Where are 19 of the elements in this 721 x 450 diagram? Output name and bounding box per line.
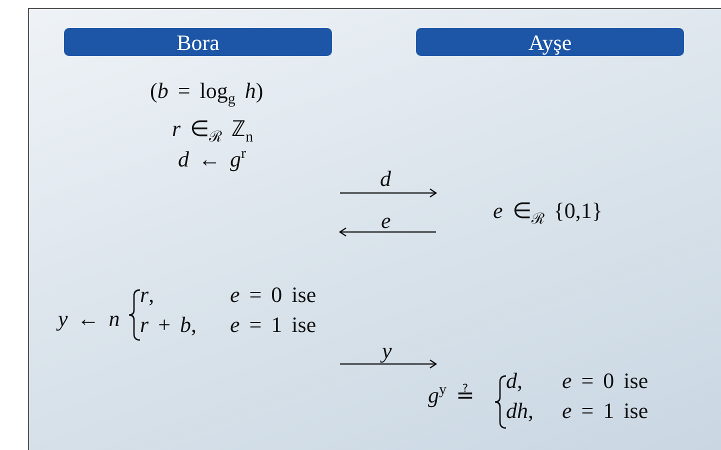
math-expression: r ∈$_{ℛ}$ ℤ$_{n}$ — [172, 115, 254, 146]
math-expression: e — [381, 208, 391, 234]
math-expression: e = 0 ise — [562, 368, 648, 394]
math-expression: e = 1 ise — [562, 398, 648, 424]
party-header: Bora — [64, 28, 332, 56]
math-expression: dh, — [506, 398, 534, 424]
math-expression: e = 0 ise — [230, 282, 316, 308]
math-expression: r + b, — [140, 312, 196, 338]
math-expression: r, — [140, 282, 154, 308]
math-expression: d — [380, 166, 391, 192]
math-expression: d, — [506, 368, 522, 394]
math-expression: y — [382, 338, 392, 364]
math-expression: (b = log$_{g}$ h) — [150, 78, 264, 108]
math-expression: g$^{y}$ ≟ — [428, 382, 474, 408]
math-expression: y ← n — [58, 306, 120, 332]
math-expression: d ← g$^{r}$ — [178, 146, 246, 172]
party-header: Ayşe — [416, 28, 684, 56]
math-expression: e = 1 ise — [230, 312, 316, 338]
math-expression: e ∈$_{ℛ}$ {0,1} — [493, 198, 602, 228]
